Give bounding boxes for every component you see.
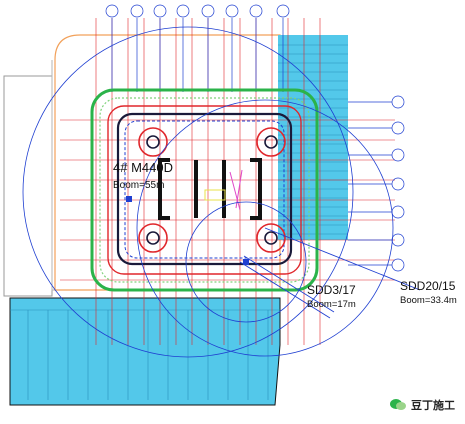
crane-sdd3-radius bbox=[185, 201, 307, 323]
grid-axes bbox=[105, 4, 405, 272]
crane-sdd20-radius bbox=[136, 99, 394, 357]
green-inner bbox=[99, 97, 310, 283]
crane-sdd20-name: SDD20/15 bbox=[400, 279, 456, 293]
axis-bubble bbox=[276, 4, 290, 18]
crane-sdd20-boom: Boom=33.4m bbox=[400, 295, 457, 306]
axis-bubble bbox=[391, 233, 405, 247]
green-outline bbox=[90, 88, 319, 292]
boom-lines bbox=[239, 227, 421, 319]
red-ring-outer bbox=[107, 105, 302, 275]
axis-bubble bbox=[391, 148, 405, 162]
core-accents bbox=[229, 169, 243, 211]
top-right-parking bbox=[278, 35, 348, 240]
axis-bubble bbox=[391, 95, 405, 109]
left-building-outline bbox=[51, 60, 80, 291]
axis-bubble bbox=[153, 4, 167, 18]
chat-bubble-icon bbox=[390, 399, 406, 410]
corner-columns bbox=[138, 127, 286, 253]
crane-4-boom: Boom=55m bbox=[113, 180, 164, 191]
dark-ring bbox=[116, 112, 293, 266]
watermark: 豆丁施工 bbox=[385, 395, 459, 415]
axis-bubble bbox=[130, 4, 144, 18]
axis-bubble bbox=[105, 4, 119, 18]
axis-bubble bbox=[391, 177, 405, 191]
crane-markers bbox=[126, 196, 249, 265]
crane-4-name: 4# M440D bbox=[113, 160, 173, 175]
crane-4-radius bbox=[22, 26, 354, 358]
axis-bubble bbox=[249, 4, 263, 18]
crane-sdd3-boom: Boom=17m bbox=[307, 299, 356, 310]
axis-bubble bbox=[391, 205, 405, 219]
core-walls bbox=[158, 158, 262, 220]
watermark-text: 豆丁施工 bbox=[411, 400, 455, 412]
axis-bubble bbox=[176, 4, 190, 18]
axis-bubble bbox=[225, 4, 239, 18]
yellow-accent bbox=[204, 189, 226, 201]
left-structure bbox=[3, 75, 53, 297]
blue-dashed-ring bbox=[124, 120, 285, 259]
axis-bubble bbox=[391, 121, 405, 135]
axis-bubble bbox=[201, 4, 215, 18]
axis-bubble bbox=[391, 258, 405, 272]
crane-sdd3-name: SDD3/17 bbox=[307, 283, 356, 297]
